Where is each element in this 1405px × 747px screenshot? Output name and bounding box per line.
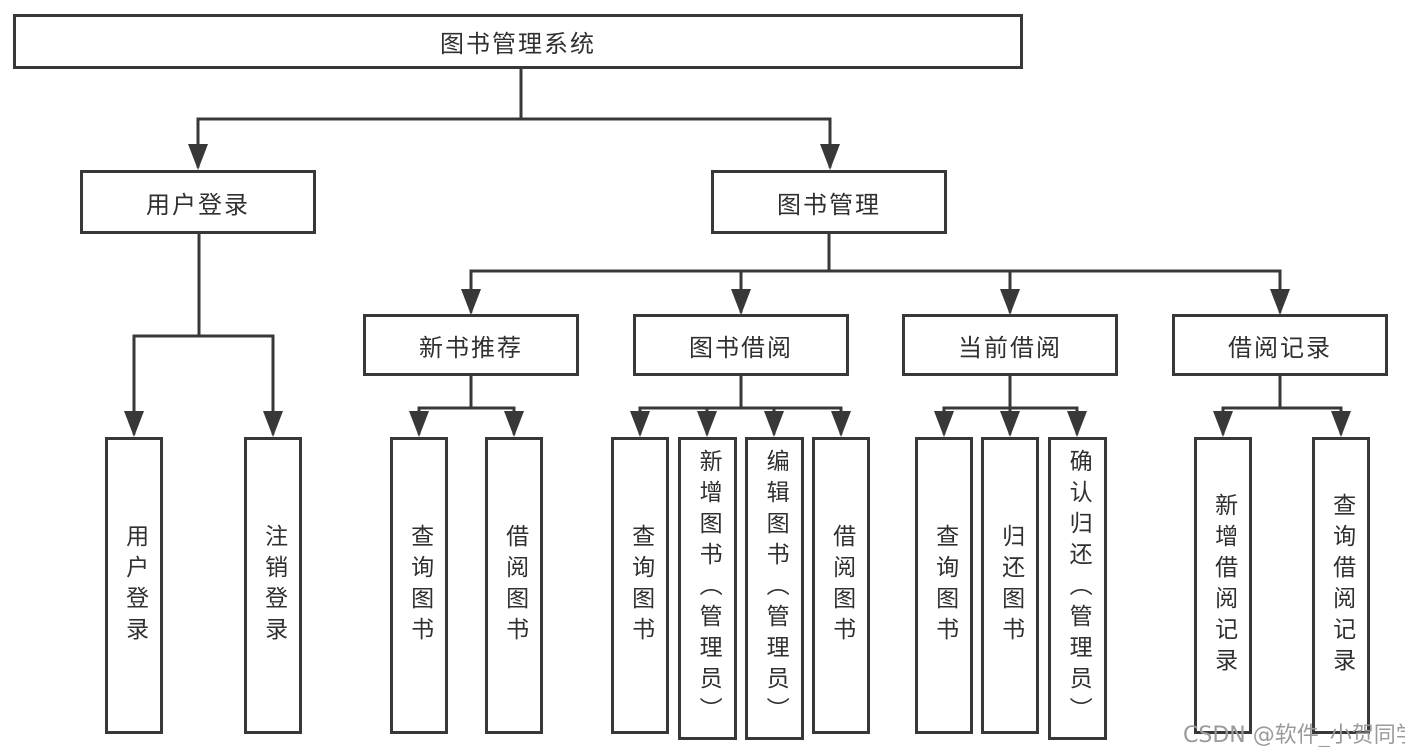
leaf-label: 查询图书 [931, 523, 958, 648]
arrowhead-leaf-logout [263, 411, 283, 437]
leaf-return-book: 归还图书 [981, 437, 1039, 734]
leaf-query-books-3: 查询图书 [915, 437, 973, 734]
arrowhead-confirm-return-admin [1067, 411, 1087, 437]
arrowhead-add-book-admin [697, 411, 717, 437]
leaf-edit-book-admin: 编辑图书（管理员） [745, 437, 804, 740]
node-label: 图书借阅 [689, 333, 793, 362]
leaf-add-borrow-record: 新增借阅记录 [1194, 437, 1252, 734]
node-current-borrow: 当前借阅 [902, 314, 1118, 376]
csdn-watermark: CSDN @软件_小贺同学 [1183, 723, 1405, 747]
arrowhead-edit-book-admin [764, 411, 784, 437]
leaf-user-login: 用户登录 [105, 437, 163, 734]
arrowhead-leaf-user-login [124, 411, 144, 437]
node-label: 图书管理系统 [440, 30, 596, 58]
node-user-login: 用户登录 [80, 170, 316, 234]
node-new-book-recommend: 新书推荐 [363, 314, 579, 376]
arrowhead-add-borrow-record [1213, 411, 1233, 437]
node-label: 当前借阅 [958, 333, 1062, 362]
leaf-label: 查询图书 [406, 523, 433, 648]
edge-book-management-group [469, 230, 1282, 313]
leaf-label: 查询借阅记录 [1328, 492, 1355, 679]
arrowhead-borrow-records [1270, 289, 1290, 315]
edge-user-login-group [132, 230, 275, 435]
arrowhead-query-books-3 [934, 411, 954, 437]
leaf-label: 新增图书（管理员） [695, 449, 722, 728]
leaf-query-books-1: 查询图书 [390, 437, 448, 734]
leaf-query-borrow-record: 查询借阅记录 [1312, 437, 1370, 734]
arrowhead-book-management [820, 144, 840, 170]
edge-borrow-records-group [1221, 373, 1343, 435]
leaf-label: 借阅图书 [501, 523, 528, 648]
arrowhead-new-book-recommend [461, 289, 481, 315]
arrowhead-user-login [188, 144, 208, 170]
node-borrow-records: 借阅记录 [1172, 314, 1388, 376]
leaf-label: 注销登录 [260, 523, 287, 648]
leaf-borrow-books-1: 借阅图书 [485, 437, 543, 734]
edge-root-to-level2 [196, 65, 832, 168]
leaf-query-books-2: 查询图书 [611, 437, 669, 734]
arrowhead-return-book [1000, 411, 1020, 437]
node-label: 新书推荐 [419, 333, 523, 362]
node-book-management: 图书管理 [711, 170, 947, 234]
arrowhead-query-books-2 [630, 411, 650, 437]
leaf-label: 新增借阅记录 [1210, 492, 1237, 679]
leaf-label: 编辑图书（管理员） [762, 449, 789, 728]
node-library-system: 图书管理系统 [13, 14, 1023, 69]
arrowhead-book-borrow [731, 289, 751, 315]
leaf-label: 用户登录 [121, 523, 148, 648]
leaf-label: 归还图书 [997, 523, 1024, 648]
leaf-logout: 注销登录 [244, 437, 302, 734]
leaf-add-book-admin: 新增图书（管理员） [678, 437, 737, 740]
arrowhead-borrow-books-2 [831, 411, 851, 437]
edge-book-borrow-group [638, 373, 843, 435]
node-label: 图书管理 [777, 190, 881, 219]
leaf-borrow-books-2: 借阅图书 [812, 437, 870, 734]
leaf-label: 查询图书 [627, 523, 654, 648]
arrowhead-borrow-books-1 [504, 411, 524, 437]
arrowhead-query-borrow-record [1331, 411, 1351, 437]
leaf-label: 确认归还（管理员） [1065, 449, 1092, 728]
node-label: 用户登录 [146, 190, 250, 219]
node-label: 借阅记录 [1228, 333, 1332, 362]
leaf-label: 借阅图书 [828, 523, 855, 648]
node-book-borrow: 图书借阅 [633, 314, 849, 376]
arrowhead-current-borrow [1000, 289, 1020, 315]
leaf-confirm-return-admin: 确认归还（管理员） [1048, 437, 1107, 740]
arrowhead-query-books-1 [409, 411, 429, 437]
edge-new-book-group [417, 373, 516, 435]
